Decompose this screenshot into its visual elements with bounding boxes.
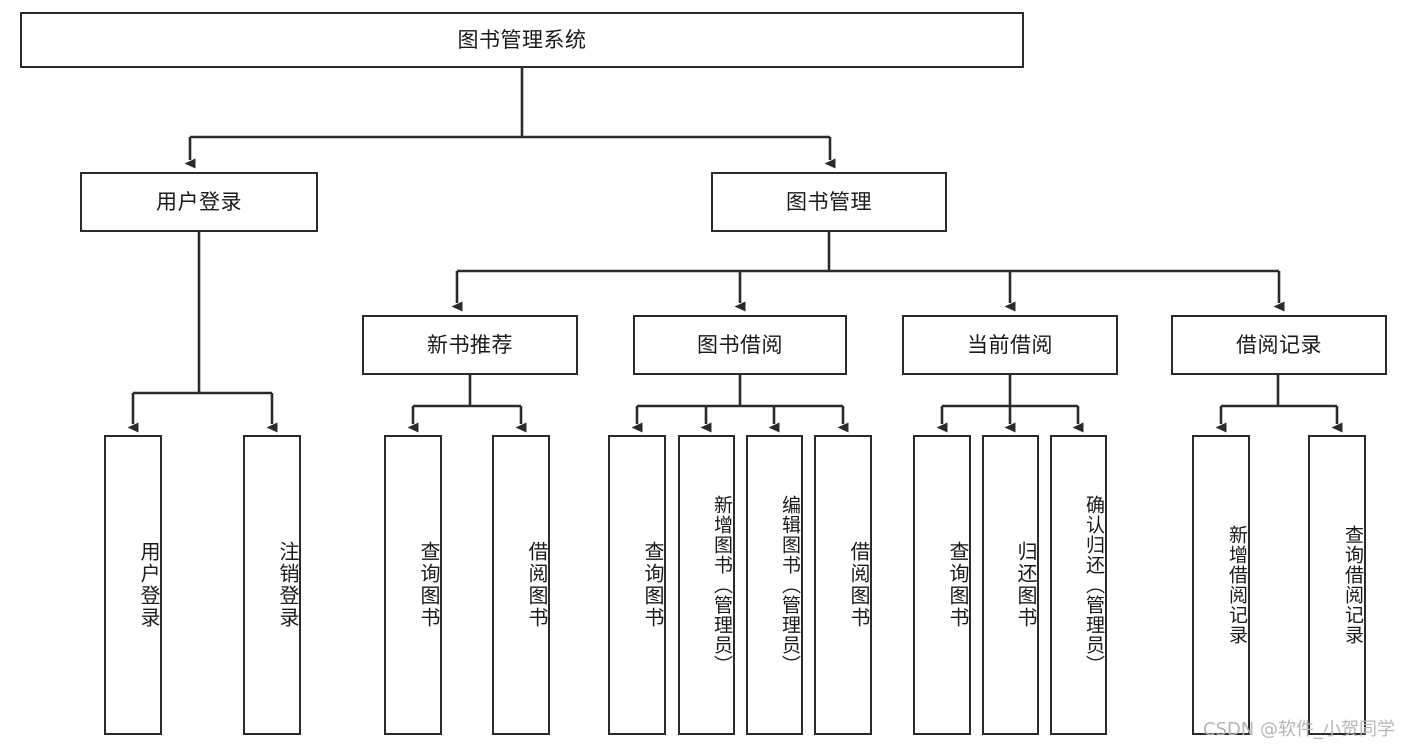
- leaf-query-book-borrow[interactable]: 查询图书: [608, 435, 666, 735]
- node-label: 查询借阅记录: [1342, 525, 1364, 645]
- leaf-borrow-book-recommend[interactable]: 借阅图书: [492, 435, 550, 735]
- leaf-return-book[interactable]: 归还图书: [982, 435, 1039, 735]
- node-label: 归还图书: [1014, 541, 1038, 629]
- leaf-query-book-current[interactable]: 查询图书: [913, 435, 971, 735]
- node-label: 查询图书: [417, 541, 441, 629]
- node-label: 图书管理系统: [457, 27, 587, 52]
- leaf-edit-book-admin[interactable]: 编辑图书（管理员）: [746, 435, 803, 735]
- leaf-borrow-book[interactable]: 借阅图书: [814, 435, 872, 735]
- leaf-user-login[interactable]: 用户登录: [104, 435, 162, 735]
- node-book-management-system[interactable]: 图书管理系统: [20, 12, 1024, 68]
- node-label: 新增借阅记录: [1226, 525, 1248, 645]
- node-label: 借阅记录: [1236, 332, 1322, 357]
- leaf-add-book-admin[interactable]: 新增图书（管理员）: [678, 435, 735, 735]
- node-label: 图书管理: [786, 189, 872, 214]
- leaf-confirm-return-admin[interactable]: 确认归还（管理员）: [1050, 435, 1107, 735]
- node-label: 查询图书: [641, 541, 665, 629]
- leaf-add-borrow-record[interactable]: 新增借阅记录: [1192, 435, 1250, 735]
- node-label: 当前借阅: [967, 332, 1053, 357]
- node-label: 图书借阅: [697, 332, 783, 357]
- node-label: 借阅图书: [525, 541, 549, 629]
- node-borrow-record[interactable]: 借阅记录: [1171, 315, 1387, 375]
- node-label: 用户登录: [137, 541, 161, 629]
- csdn-watermark: CSDN @软件_小贺同学: [1202, 719, 1395, 740]
- node-new-book-recommend[interactable]: 新书推荐: [362, 315, 578, 375]
- node-user-login[interactable]: 用户登录: [80, 172, 318, 232]
- leaf-query-book-recommend[interactable]: 查询图书: [384, 435, 442, 735]
- node-label: 用户登录: [156, 189, 242, 214]
- leaf-query-borrow-record[interactable]: 查询借阅记录: [1308, 435, 1366, 735]
- node-current-borrow[interactable]: 当前借阅: [902, 315, 1118, 375]
- node-label: 新增图书（管理员）: [711, 495, 733, 675]
- node-label: 查询图书: [946, 541, 970, 629]
- node-label: 确认归还（管理员）: [1083, 495, 1105, 675]
- leaf-logout-login[interactable]: 注销登录: [243, 435, 301, 735]
- node-label: 新书推荐: [427, 332, 513, 357]
- node-label: 借阅图书: [847, 541, 871, 629]
- node-book-borrow[interactable]: 图书借阅: [633, 315, 847, 375]
- node-label: 注销登录: [276, 541, 300, 629]
- node-label: 编辑图书（管理员）: [779, 495, 801, 675]
- node-book-management[interactable]: 图书管理: [711, 172, 947, 232]
